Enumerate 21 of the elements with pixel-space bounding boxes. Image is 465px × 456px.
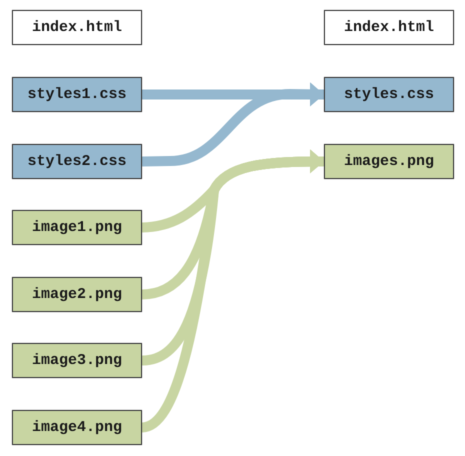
- file-box: [12, 144, 142, 179]
- file-box: [12, 10, 142, 45]
- file-name: image2.png: [32, 286, 122, 303]
- file-box: [12, 410, 142, 445]
- file-box: [324, 10, 454, 45]
- file-box: [12, 210, 142, 245]
- file-box: [12, 277, 142, 312]
- file-name: image4.png: [32, 419, 122, 436]
- file-box: [324, 144, 454, 179]
- file-box: [12, 343, 142, 378]
- arrow: [142, 82, 324, 166]
- file-box: [12, 77, 142, 112]
- file-name: index.html: [344, 19, 434, 36]
- file-name: styles.css: [344, 86, 434, 103]
- file-name: image3.png: [32, 352, 122, 369]
- file-name: image1.png: [32, 219, 122, 236]
- file-name: styles1.css: [27, 86, 127, 103]
- file-name: styles2.css: [27, 153, 127, 170]
- file-box: [324, 77, 454, 112]
- file-name: images.png: [344, 153, 434, 170]
- file-name: index.html: [32, 19, 122, 36]
